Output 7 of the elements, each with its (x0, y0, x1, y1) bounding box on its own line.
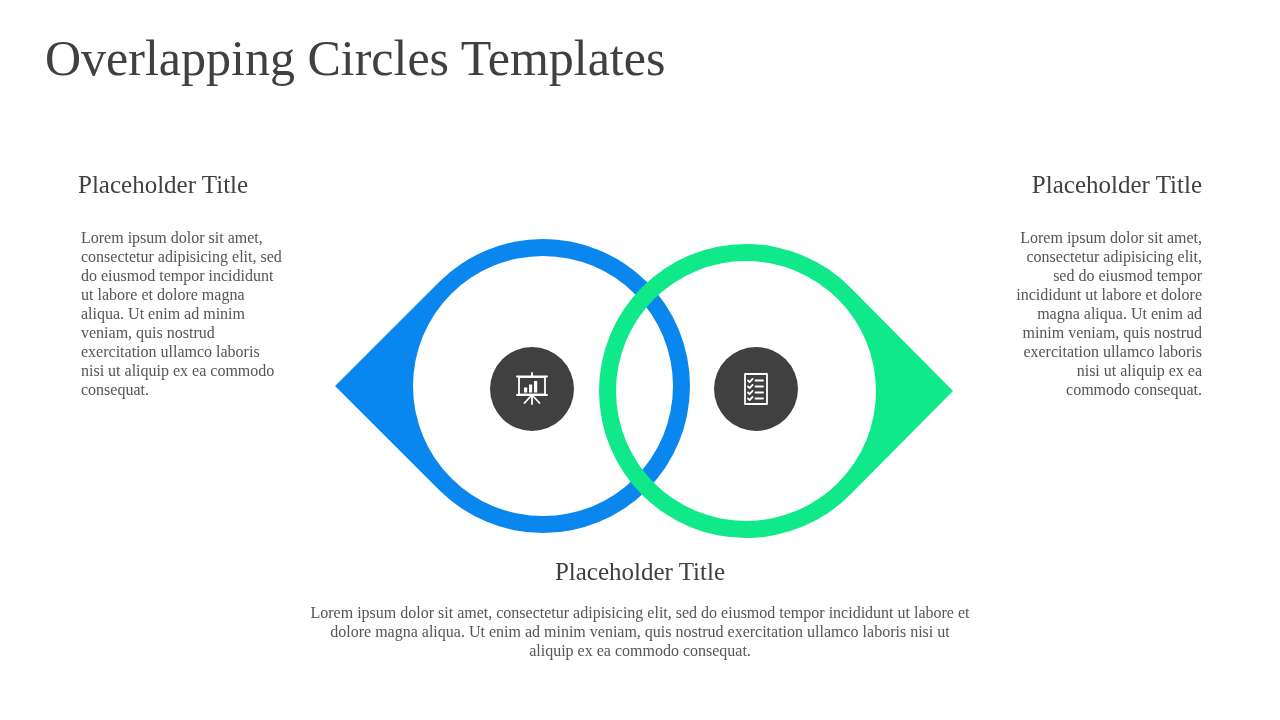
body-text: Lorem ipsum dolor sit amet, consectetur adipisicing elit, sed do eiusmod tempor incididunt ut labore et dolore magna aliqua. Ut enim ad minim veniam, quis nostrud exercitation ullamco laboris nisi ut aliquip ex ea commodo consequat. (80, 228, 283, 399)
body-text: Lorem ipsum dolor sit amet, consectetur adipisicing elit, sed do eiusmod tempor incididunt ut labore et dolore magna aliqua. Ut enim ad minim veniam, quis nostrud exercitation ullamco laboris nisi ut aliquip ex ea commodo consequat. (310, 603, 970, 660)
section-heading: Placeholder Title (1031, 170, 1202, 200)
body-text: Lorem ipsum dolor sit amet, consectetur adipisicing elit, sed do eiusmod tempor incididunt ut labore et dolore magna aliqua. Ut enim ad minim veniam, quis nostrud exercitation ullamco laboris nisi ut aliquip ex ea commodo consequat. (1015, 228, 1202, 399)
section-heading: Placeholder Title (554, 557, 726, 587)
slide-title: Overlapping Circles Templates (45, 29, 666, 88)
section-heading: Placeholder Title (78, 170, 249, 200)
